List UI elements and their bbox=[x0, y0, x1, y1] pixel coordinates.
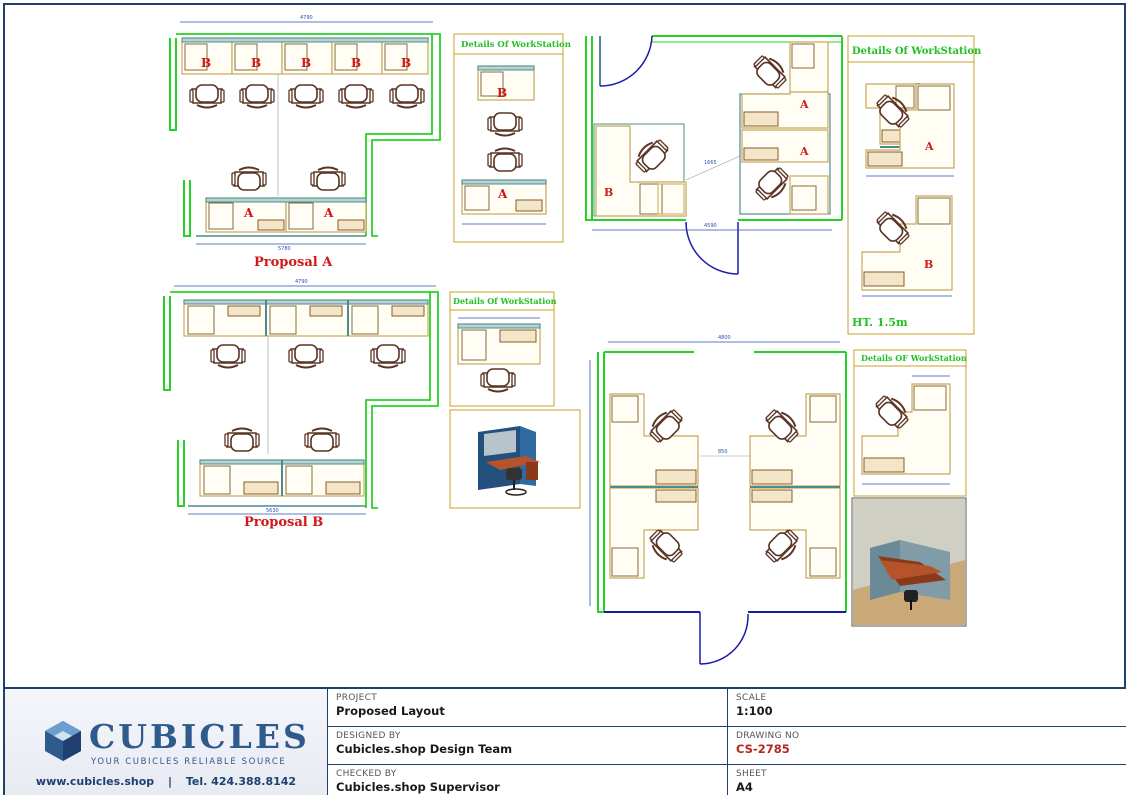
type-a-label: A bbox=[243, 206, 254, 220]
details-title-1: Details Of WorkStation bbox=[461, 40, 571, 50]
type-b-label: B bbox=[301, 56, 311, 70]
project-value: Proposed Layout bbox=[336, 704, 445, 718]
details-box-2: Details Of WorkStation A B HT. 1.5m bbox=[847, 35, 982, 335]
website-link[interactable]: www.cubicles.shop bbox=[35, 775, 155, 788]
drawing-no-cell: DRAWING NO CS-2785 bbox=[728, 727, 1126, 765]
scale-label: SCALE bbox=[736, 693, 767, 703]
svg-text:4800: 4800 bbox=[718, 335, 731, 341]
height-note: HT. 1.5m bbox=[852, 316, 908, 329]
contact-line: www.cubicles.shop | Tel. 424.388.8142 bbox=[5, 775, 327, 788]
workstation-3d-render-large bbox=[851, 497, 967, 627]
logo-cell: CUBICLES YOUR CUBICLES RELIABLE SOURCE w… bbox=[5, 689, 328, 795]
drawing-no-label: DRAWING NO bbox=[736, 731, 800, 741]
type-b-label: B bbox=[924, 258, 933, 271]
type-a-label: A bbox=[497, 187, 508, 201]
sheet-cell: SHEET A4 bbox=[728, 765, 1126, 795]
project-label: PROJECT bbox=[336, 693, 377, 703]
svg-text:1665: 1665 bbox=[704, 160, 717, 166]
checked-value: Cubicles.shop Supervisor bbox=[336, 780, 500, 794]
designed-label: DESIGNED BY bbox=[336, 731, 401, 741]
layout-top-right: 4590 B 1665 A A bbox=[585, 35, 843, 275]
svg-text:4590: 4590 bbox=[704, 223, 717, 229]
type-a-label: A bbox=[924, 140, 934, 153]
workstation-3d-render-small bbox=[449, 409, 581, 509]
sheet-value: A4 bbox=[736, 780, 753, 794]
type-a-label: A bbox=[799, 98, 809, 111]
details-box-1: Details Of WorkStation B A bbox=[453, 33, 571, 243]
type-b-label: B bbox=[351, 56, 361, 70]
details-title-3: Details Of WorkStation bbox=[453, 296, 557, 306]
type-b-label: B bbox=[497, 86, 507, 100]
type-a-label: A bbox=[799, 145, 809, 158]
details-title-4: Details OF WorkStation bbox=[861, 353, 967, 363]
designed-value: Cubicles.shop Design Team bbox=[336, 742, 513, 756]
type-a-label: A bbox=[323, 206, 334, 220]
type-b-label: B bbox=[604, 186, 613, 199]
cube-logo-icon bbox=[45, 721, 81, 761]
brand-tagline: YOUR CUBICLES RELIABLE SOURCE bbox=[91, 757, 287, 767]
scale-cell: SCALE 1:100 bbox=[728, 689, 1126, 727]
workstation-row-bottom bbox=[205, 197, 367, 233]
svg-text:5780: 5780 bbox=[278, 246, 291, 252]
checked-cell: CHECKED BY Cubicles.shop Supervisor bbox=[328, 765, 728, 795]
designed-cell: DESIGNED BY Cubicles.shop Design Team bbox=[328, 727, 728, 765]
contact-separator: | bbox=[168, 775, 173, 788]
svg-text:5630: 5630 bbox=[266, 508, 279, 514]
details-box-3: Details Of WorkStation bbox=[449, 291, 557, 407]
type-b-label: B bbox=[251, 56, 261, 70]
brand-name: CUBICLES bbox=[89, 717, 310, 756]
proposal-b-title: Proposal B bbox=[244, 515, 323, 530]
details-title-2: Details Of WorkStation bbox=[852, 46, 982, 57]
layout-bottom-right: 4800 850 bbox=[589, 335, 847, 665]
type-b-label: B bbox=[401, 56, 411, 70]
proposal-b-plan: 4790 5630 Proposal B bbox=[163, 279, 439, 530]
proposal-a-title: Proposal A bbox=[254, 255, 333, 270]
floor-plan-drawing: 4790 B bbox=[163, 15, 982, 665]
svg-text:850: 850 bbox=[718, 449, 728, 455]
title-block: CUBICLES YOUR CUBICLES RELIABLE SOURCE w… bbox=[5, 687, 1126, 797]
scale-value: 1:100 bbox=[736, 704, 773, 718]
project-cell: PROJECT Proposed Layout bbox=[328, 689, 728, 727]
drawing-no-value: CS-2785 bbox=[736, 742, 790, 756]
svg-text:4790: 4790 bbox=[300, 15, 313, 21]
svg-text:4790: 4790 bbox=[295, 279, 308, 285]
proposal-a-plan: 4790 B bbox=[169, 15, 441, 270]
sheet-frame bbox=[3, 3, 1126, 795]
details-box-4: Details OF WorkStation bbox=[853, 349, 967, 497]
type-b-label: B bbox=[201, 56, 211, 70]
phone-number: Tel. 424.388.8142 bbox=[185, 775, 297, 788]
workstation-row-top bbox=[181, 37, 429, 75]
checked-label: CHECKED BY bbox=[336, 769, 397, 779]
sheet-label: SHEET bbox=[736, 769, 767, 779]
